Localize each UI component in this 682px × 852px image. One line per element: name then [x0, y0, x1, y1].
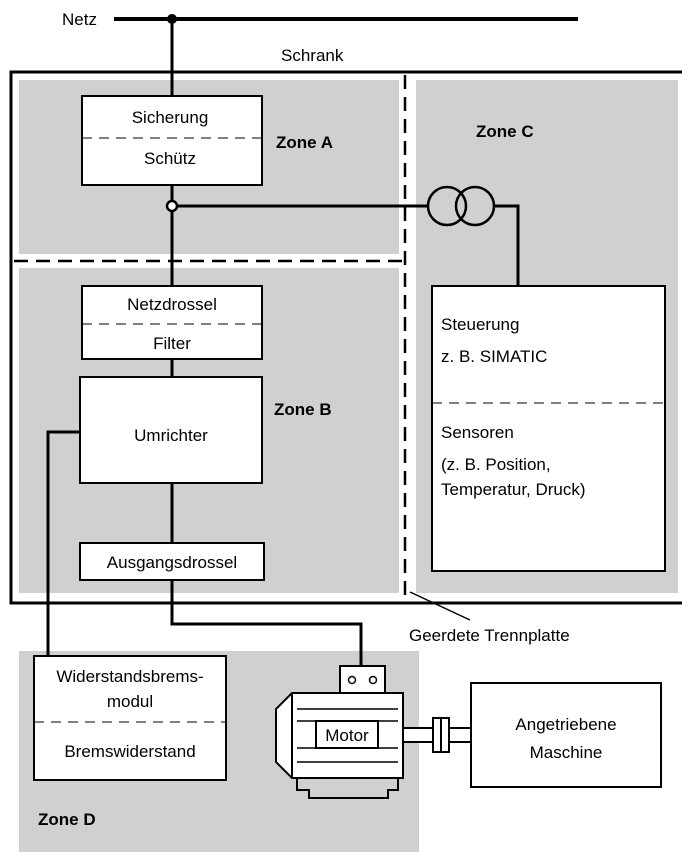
sensors-label-line3: Temperatur, Druck) — [441, 480, 586, 499]
contactor-label: Schütz — [144, 149, 196, 168]
fuse-label: Sicherung — [132, 108, 209, 127]
control-label-line1: Steuerung — [441, 315, 519, 334]
zone-d-label: Zone D — [38, 810, 96, 829]
mains-label: Netz — [62, 10, 97, 29]
fuse-contactor-box — [81, 95, 263, 186]
brake-resistor-label: Bremswiderstand — [64, 742, 195, 761]
cabinet-outline — [9, 70, 682, 605]
control-label-line2: z. B. SIMATIC — [441, 347, 547, 366]
cabinet-label: Schrank — [281, 46, 344, 65]
sensors-label-line1: Sensoren — [441, 423, 514, 442]
transformer-coil-primary-icon — [426, 185, 468, 227]
wire-converter-to-brake-module — [46, 430, 80, 656]
motor-icon — [275, 665, 472, 799]
brake-module-label-line2: modul — [107, 692, 153, 711]
separator-plate-label: Geerdete Trennplatte — [409, 626, 570, 645]
line-choke-label: Netzdrossel — [127, 295, 217, 314]
driven-machine-box — [470, 682, 662, 788]
wire-transformer-to-control — [494, 204, 520, 286]
zone-c-label: Zone C — [476, 122, 534, 141]
sensors-label-line2: (z. B. Position, — [441, 455, 551, 474]
control-supply-junction-dot — [165, 199, 179, 213]
control-sensor-box — [431, 285, 666, 572]
filter-label: Filter — [153, 334, 191, 353]
brake-module-box — [33, 655, 227, 781]
output-choke-box — [79, 542, 265, 581]
separator-pointer — [409, 591, 471, 621]
zone-a-label: Zone A — [276, 133, 333, 152]
zone-b-label: Zone B — [274, 400, 332, 419]
driven-machine-label-line2: Maschine — [530, 743, 603, 762]
motor-label: Motor — [325, 726, 369, 745]
wire-output-to-motor — [170, 580, 363, 666]
driven-machine-label-line1: Angetriebene — [515, 715, 616, 734]
converter-box — [79, 376, 263, 484]
brake-module-label-line1: Widerstandsbrems- — [56, 667, 203, 686]
output-choke-label: Ausgangsdrossel — [107, 553, 237, 572]
line-choke-filter-box — [81, 285, 263, 360]
converter-label: Umrichter — [134, 426, 208, 445]
